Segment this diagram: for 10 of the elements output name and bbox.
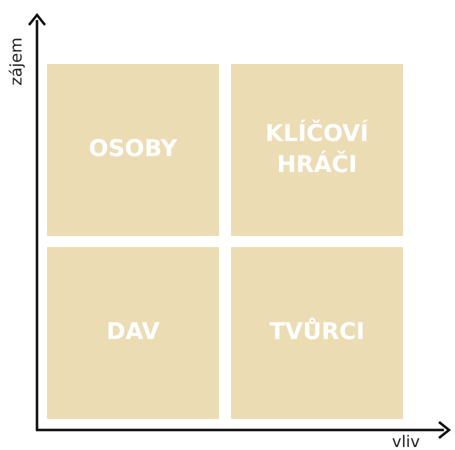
quadrant-box [47, 247, 219, 419]
quadrant-box [47, 64, 219, 236]
axis-title: zájem [6, 37, 26, 86]
quadrant-label: KLÍČOVÍ HRÁČI [264, 118, 370, 180]
axis-title: vliv [392, 432, 420, 450]
quadrant-label: TVŮRCI [268, 317, 366, 348]
quadrant-label: DAV [105, 318, 161, 348]
quadrant-box [231, 64, 403, 236]
quadrant-label: OSOBY [88, 135, 178, 164]
quadrant-box [231, 247, 403, 419]
